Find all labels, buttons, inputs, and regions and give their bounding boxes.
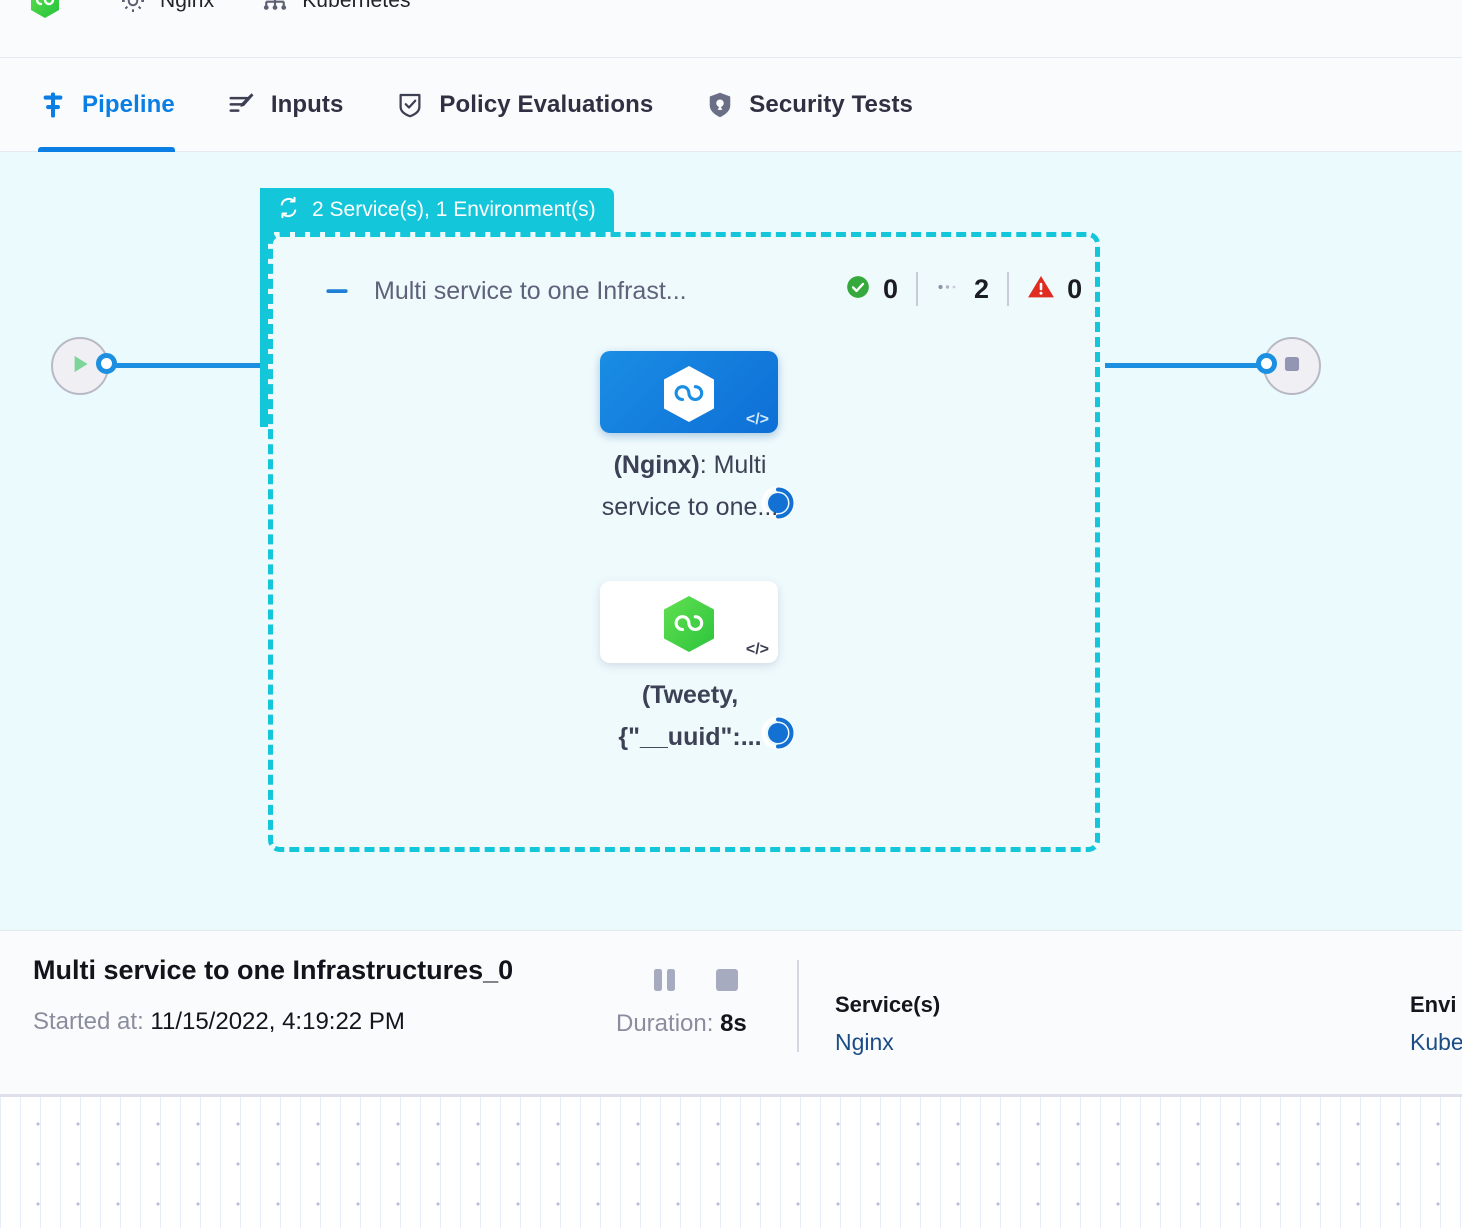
group-container[interactable]	[268, 232, 1100, 852]
service-node-label-tweety: (Tweety, {"__uuid":...	[575, 674, 805, 758]
service-node-label-line2-tweety: {"__uuid":...	[618, 723, 762, 751]
service-node-label-bold-nginx: (Nginx)	[613, 451, 700, 479]
service-node-label-rest-nginx: : Multi	[699, 451, 767, 479]
play-icon	[67, 351, 93, 382]
services-column-header: Service(s)	[835, 992, 941, 1017]
execution-detail-panel: Multi service to one Infrastructures_0 S…	[0, 930, 1462, 1095]
count-divider-2	[1007, 272, 1010, 306]
count-divider-1	[916, 272, 919, 306]
service-node-card-tweety[interactable]: </>	[600, 581, 778, 663]
group-tag-label: 2 Service(s), 1 Environment(s)	[312, 198, 596, 221]
page-title: Multi service to one Infrastructures_0	[33, 955, 514, 985]
breadcrumb-label-2: Kubernetes	[302, 0, 411, 12]
count-success: 0	[845, 274, 916, 305]
group-header[interactable]: Multi service to one Infrast...	[322, 276, 687, 306]
edge-group-to-end	[1105, 363, 1270, 368]
count-pending-value: 2	[974, 273, 990, 304]
group-tag-badge[interactable]: 2 Service(s), 1 Environment(s)	[260, 188, 614, 232]
service-node-label-nginx: (Nginx): Multi service to one...	[575, 444, 805, 528]
node-status-running-spinner-tweety	[761, 716, 795, 750]
started-at-value: 11/15/2022, 4:19:22 PM	[150, 1008, 405, 1035]
end-node-port[interactable]	[1256, 353, 1277, 374]
hexagon-infinity-icon	[662, 595, 716, 653]
count-error: 0	[1009, 274, 1100, 305]
duration-value: 8s	[720, 1010, 747, 1037]
kubernetes-icon	[260, 0, 290, 16]
breadcrumb-item-hexagon[interactable]	[30, 0, 72, 18]
hexagon-infinity-icon	[662, 365, 716, 423]
policy-shield-check-icon	[395, 90, 425, 120]
duration-label: Duration:	[616, 1010, 714, 1037]
detail-divider-1	[797, 960, 799, 1052]
started-at-label: Started at:	[33, 1008, 144, 1035]
code-glyph-icon: </>	[745, 641, 769, 658]
service-node-card-nginx[interactable]: </>	[600, 351, 778, 433]
duration-row: Duration: 8s	[616, 1010, 747, 1038]
environments-column-value[interactable]: Kube	[1410, 1029, 1462, 1055]
stop-square-icon	[1279, 351, 1305, 382]
breadcrumb-item-kubernetes[interactable]: Kubernetes	[260, 0, 411, 16]
execution-controls	[650, 967, 740, 998]
count-success-value: 0	[883, 273, 899, 304]
warning-triangle-icon	[1027, 274, 1055, 305]
service-node-label-bold-tweety: (Tweety,	[641, 681, 739, 709]
edge-start-to-group	[108, 363, 268, 368]
tab-pipeline[interactable]: Pipeline	[38, 58, 175, 152]
tab-policy-evaluations-label: Policy Evaluations	[439, 90, 654, 118]
tab-inputs-label: Inputs	[270, 90, 344, 118]
pipeline-icon	[38, 90, 68, 120]
group-status-counts: 0 2	[845, 272, 1100, 306]
tab-policy-evaluations[interactable]: Policy Evaluations	[395, 58, 653, 152]
tab-bar: Pipeline Inputs Policy Evaluations	[0, 58, 1462, 152]
breadcrumb-item-nginx[interactable]: Nginx	[118, 0, 214, 16]
breadcrumb: Nginx Kubernetes	[0, 0, 1462, 58]
pipeline-canvas[interactable]: 2 Service(s), 1 Environment(s) Multi ser…	[0, 152, 1462, 930]
loop-repeat-icon	[276, 195, 301, 226]
tab-pipeline-label: Pipeline	[82, 90, 175, 118]
services-column-value[interactable]: Nginx	[835, 1029, 894, 1055]
security-shield-icon	[705, 90, 735, 120]
count-pending: 2	[918, 274, 1007, 305]
check-circle-icon	[845, 274, 871, 305]
node-status-running-spinner-nginx	[761, 486, 795, 520]
hexagon-green-icon	[30, 0, 60, 18]
started-at-row: Started at: 11/15/2022, 4:19:22 PM	[33, 1008, 405, 1036]
code-glyph-icon: </>	[745, 411, 769, 428]
tab-inputs[interactable]: Inputs	[227, 58, 344, 152]
stop-icon[interactable]	[714, 967, 740, 998]
count-error-value: 0	[1067, 273, 1083, 304]
tab-security-tests-label: Security Tests	[749, 90, 913, 118]
dots-pending-icon	[936, 274, 962, 305]
service-node-label-line2-nginx: service to one...	[601, 493, 779, 521]
tab-security-tests[interactable]: Security Tests	[705, 58, 913, 152]
breadcrumb-label-1: Nginx	[160, 0, 215, 12]
start-node-port[interactable]	[96, 353, 117, 374]
minus-collapse-icon[interactable]	[322, 276, 352, 306]
gear-icon	[118, 0, 148, 16]
environments-column-header: Envi	[1410, 992, 1457, 1017]
background-dot-grid	[0, 1095, 1462, 1228]
group-title: Multi service to one Infrast...	[374, 276, 687, 305]
pause-icon[interactable]	[650, 967, 680, 998]
inputs-icon	[227, 90, 257, 120]
